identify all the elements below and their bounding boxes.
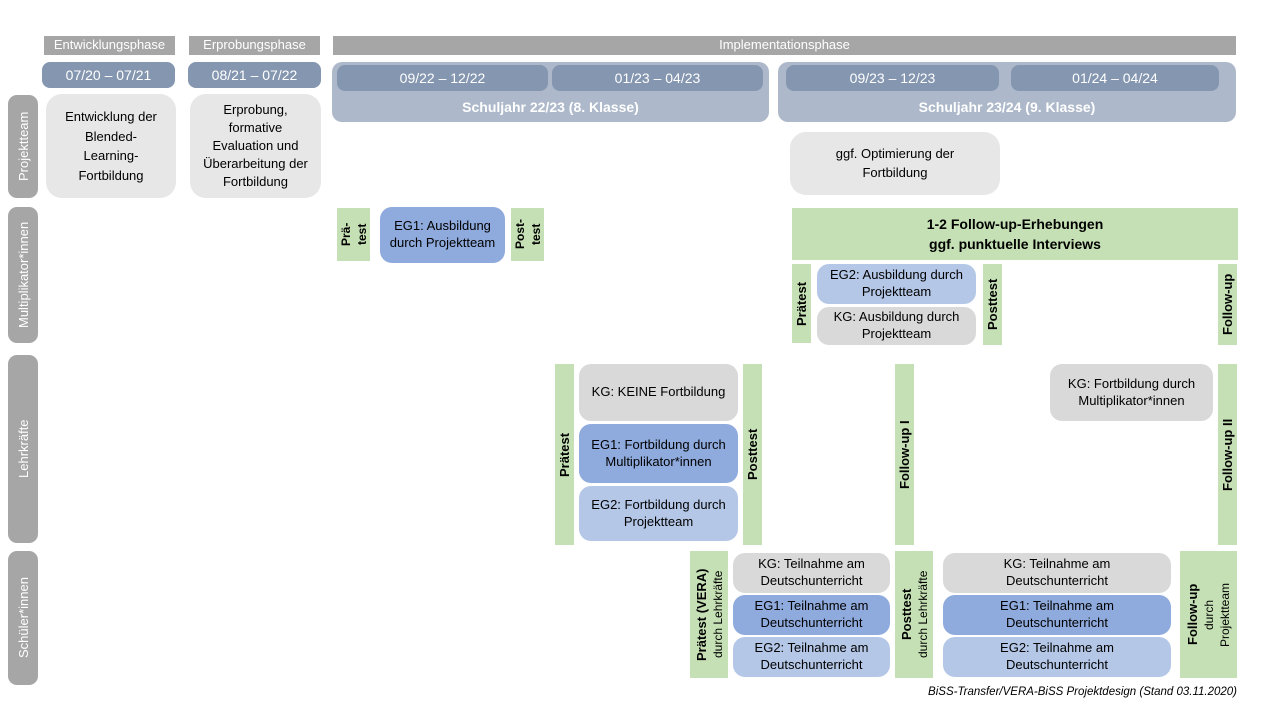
row-label-schueler-text: Schüler*innen [15, 577, 31, 659]
multiplikatoren-praetest-2-text: Prätest [794, 281, 809, 326]
followup-banner-line2: ggf. punktuelle Interviews [929, 236, 1101, 252]
multiplikatoren-praetest-1: Prä- test [337, 208, 370, 261]
schueler-eg1-box-1: EG1: Teilnahme am Deutschunterricht [733, 595, 890, 635]
lehrkraefte-followup-1-text: Follow-up I [897, 420, 912, 489]
schueler-eg1-box-2: EG1: Teilnahme am Deutschunterricht [943, 595, 1171, 635]
lehrkraefte-followup-1: Follow-up I [895, 364, 914, 545]
multiplikatoren-kg-box: KG: Ausbildung durch Projektteam [817, 307, 976, 345]
row-label-projektteam: Projektteam [8, 95, 38, 198]
multiplikatoren-posttest-1-line2: test [528, 223, 543, 246]
multiplikatoren-eg1-box: EG1: Ausbildung durch Projektteam [380, 207, 505, 263]
phase-header-entwicklungsphase: Entwicklungsphase [44, 36, 175, 55]
phase-header-implementationsphase: Implementationsphase [333, 36, 1236, 55]
date-range-2: 08/21 – 07/22 [188, 62, 321, 88]
multiplikatoren-followup-banner: 1-2 Follow-up-Erhebungen ggf. punktuelle… [792, 208, 1238, 260]
schueler-posttest: Posttest durch Lehrkräfte [895, 551, 933, 678]
row-label-multiplikatoren: Multiplikator*innen [8, 207, 38, 343]
lehrkraefte-eg1-box: EG1: Fortbildung durch Multiplikator*inn… [579, 424, 738, 483]
school-year-label-23-24: Schuljahr 23/24 (9. Klasse) [918, 99, 1096, 115]
multiplikatoren-followup-text: Follow-up [1220, 273, 1235, 336]
diagram-caption: BiSS-Transfer/VERA-BiSS Projektdesign (S… [928, 686, 1237, 698]
schueler-eg2-box-1: EG2: Teilnahme am Deutschunterricht [733, 637, 890, 677]
school-year-label-22-23: Schuljahr 22/23 (8. Klasse) [462, 99, 639, 115]
lehrkraefte-praetest-text: Prätest [557, 432, 572, 477]
projektteam-entwicklung-box: Entwicklung der Blended-Learning-Fortbil… [46, 94, 176, 198]
projektteam-optimierung-box: ggf. Optimierung der Fortbildung [790, 132, 1000, 195]
lehrkraefte-posttest: Posttest [743, 364, 762, 545]
followup-banner-line1: 1-2 Follow-up-Erhebungen [926, 215, 1104, 232]
multiplikatoren-posttest-2-text: Posttest [985, 278, 1000, 331]
multiplikatoren-praetest-2: Prätest [792, 264, 811, 343]
multiplikatoren-followup: Follow-up [1218, 264, 1237, 345]
multiplikatoren-posttest-2: Posttest [983, 264, 1002, 345]
multiplikatoren-eg2-box: EG2: Ausbildung durch Projektteam [817, 264, 976, 304]
schueler-posttest-sub: durch Lehrkräfte [915, 570, 930, 659]
schueler-posttest-main: Posttest [898, 588, 914, 641]
lehrkraefte-eg2-box: EG2: Fortbildung durch Projektteam [579, 486, 738, 541]
schueler-kg-box-1: KG: Teilnahme am Deutschunterricht [733, 553, 890, 593]
multiplikatoren-posttest-1: Post- test [511, 208, 544, 261]
row-label-multiplikatoren-text: Multiplikator*innen [15, 221, 31, 329]
row-label-lehrkraefte-text: Lehrkräfte [15, 419, 31, 479]
schueler-followup: Follow-up durch Projektteam [1180, 551, 1237, 678]
multiplikatoren-posttest-1-line1: Post- [512, 219, 527, 250]
schueler-eg2-box-2: EG2: Teilnahme am Deutschunterricht [943, 637, 1171, 677]
lehrkraefte-posttest-text: Posttest [745, 428, 760, 481]
lehrkraefte-praetest: Prätest [555, 364, 574, 545]
date-range-3: 09/22 – 12/22 [337, 65, 548, 91]
schueler-kg-box-2: KG: Teilnahme am Deutschunterricht [943, 553, 1171, 593]
row-label-schueler: Schüler*innen [8, 551, 38, 685]
lehrkraefte-kg-box: KG: KEINE Fortbildung [579, 364, 738, 421]
schueler-followup-sub2: Projektteam [1218, 582, 1232, 647]
schueler-followup-sub1: durch [1202, 599, 1216, 630]
date-range-4: 01/23 – 04/23 [552, 65, 763, 91]
phase-header-erprobungsphase: Erprobungsphase [189, 36, 320, 55]
schueler-praetest-vera: Prätest (VERA) durch Lehrkräfte [690, 551, 728, 678]
lehrkraefte-followup-2: Follow-up II [1218, 364, 1237, 545]
multiplikatoren-praetest-1-line2: test [354, 223, 369, 246]
schueler-praetest-main: Prätest (VERA) [693, 568, 709, 661]
row-label-projektteam-text: Projektteam [15, 111, 31, 182]
date-range-1: 07/20 – 07/21 [42, 62, 175, 88]
row-label-lehrkraefte: Lehrkräfte [8, 355, 38, 543]
multiplikatoren-praetest-1-line1: Prä- [338, 222, 353, 247]
date-range-6: 01/24 – 04/24 [1011, 65, 1219, 91]
lehrkraefte-followup-2-text: Follow-up II [1220, 418, 1235, 491]
date-range-5: 09/23 – 12/23 [786, 65, 999, 91]
lehrkraefte-kg-fortbildung-box: KG: Fortbildung durch Multiplikator*inne… [1050, 364, 1213, 421]
projektteam-erprobung-box: Erprobung, formative Evaluation und Über… [190, 94, 321, 198]
schueler-praetest-sub: durch Lehrkräfte [710, 570, 725, 659]
schueler-followup-main: Follow-up [1185, 583, 1200, 646]
